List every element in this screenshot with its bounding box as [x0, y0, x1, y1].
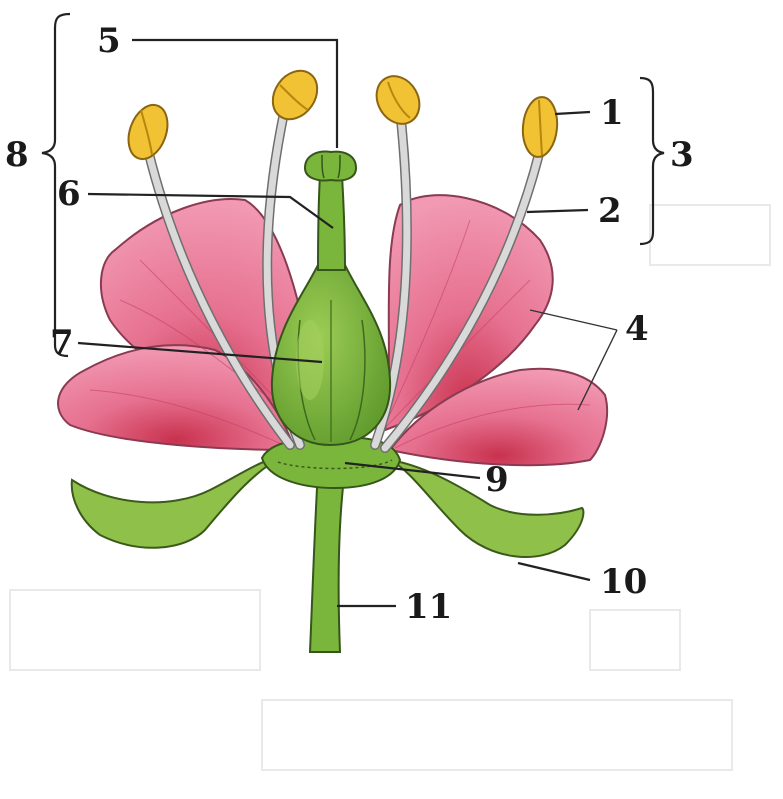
- label-6: 6: [57, 174, 81, 214]
- anther-4: [520, 96, 559, 159]
- label-3: 3: [670, 135, 694, 175]
- anther-3: [368, 68, 428, 131]
- label-4: 4: [625, 309, 649, 349]
- label-9: 9: [485, 460, 509, 500]
- sepal-left: [72, 455, 285, 548]
- label-10: 10: [600, 562, 647, 602]
- style: [318, 175, 345, 270]
- anther-1: [122, 100, 175, 165]
- stem: [310, 470, 345, 652]
- label-8: 8: [5, 135, 29, 175]
- label-1: 1: [600, 93, 624, 133]
- label-11: 11: [405, 587, 452, 627]
- stigma: [305, 152, 356, 181]
- anthers: [122, 62, 560, 164]
- label-7: 7: [50, 323, 74, 363]
- anther-2: [264, 62, 327, 128]
- label-2: 2: [598, 191, 622, 231]
- label-5: 5: [97, 21, 121, 61]
